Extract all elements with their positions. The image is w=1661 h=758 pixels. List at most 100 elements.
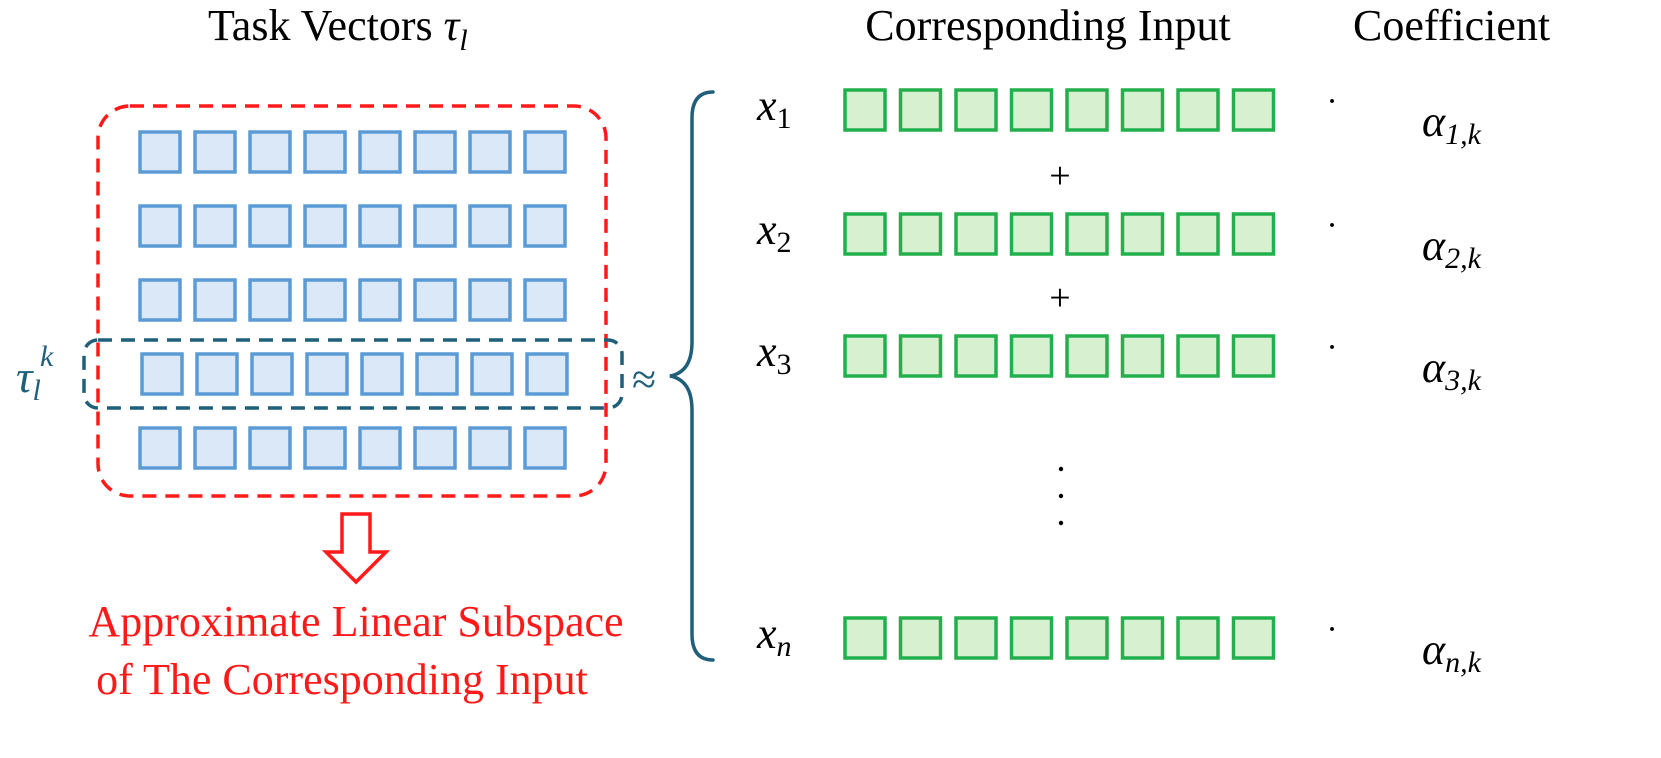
input-cell <box>1065 212 1109 256</box>
task-vector-cell <box>523 426 567 470</box>
input-row: x3 · α3,k <box>756 327 1482 397</box>
input-cell <box>1009 88 1054 132</box>
task-vector-cell <box>303 204 347 248</box>
header-coefficient: Coefficient <box>1353 1 1550 50</box>
approx-symbol: ≈ <box>632 355 656 404</box>
task-vector-cell <box>468 426 512 470</box>
plus-sign: + <box>1049 277 1070 319</box>
input-label: x1 <box>756 81 792 135</box>
task-vector-cell <box>413 278 457 322</box>
task-vector-cell <box>193 204 237 248</box>
multiply-dot: · <box>1326 83 1337 120</box>
input-cell <box>843 88 887 132</box>
task-vector-cell <box>413 204 457 248</box>
task-vector-cell <box>468 130 512 174</box>
input-cell <box>1231 88 1276 132</box>
input-cell <box>1065 334 1109 378</box>
task-vector-cell <box>138 204 182 248</box>
input-row: x1·α1,k <box>756 81 1482 151</box>
input-cell <box>1231 212 1276 256</box>
input-label: x2 <box>756 205 792 259</box>
input-cell <box>1065 616 1109 660</box>
plus-sign: + <box>1049 155 1070 197</box>
input-cell <box>1176 212 1220 256</box>
caption-line1: Approximate Linear Subspace <box>88 597 623 646</box>
input-cell <box>898 88 943 132</box>
ellipsis-dot <box>1058 520 1064 526</box>
down-arrow-icon <box>321 512 391 585</box>
input-cell <box>1176 616 1220 660</box>
task-vector-cell <box>303 130 347 174</box>
selected-row-outline <box>82 338 624 410</box>
coefficient-label: α3,k <box>1422 343 1482 397</box>
task-vector-cell <box>358 278 402 322</box>
input-cell <box>1176 88 1220 132</box>
input-cell <box>898 212 943 256</box>
task-vector-cell <box>523 130 567 174</box>
input-cell <box>1065 88 1109 132</box>
input-cell <box>954 334 998 378</box>
task-vector-cell <box>195 352 239 396</box>
task-vector-cell <box>413 426 457 470</box>
task-vector-cell <box>523 204 567 248</box>
input-cell <box>843 616 887 660</box>
task-vector-row <box>140 352 569 396</box>
task-vector-cell <box>138 426 182 470</box>
task-vector-cell <box>523 278 567 322</box>
multiply-dot: · <box>1326 611 1337 648</box>
multiply-dot: · <box>1326 329 1337 366</box>
input-row: x2·α2,k <box>756 205 1482 275</box>
task-vector-cell <box>358 204 402 248</box>
task-vector-cell <box>193 426 237 470</box>
input-cell <box>1120 88 1165 132</box>
caption-line2: of The Corresponding Input <box>96 655 588 704</box>
input-cell <box>1009 212 1054 256</box>
input-cell <box>954 88 998 132</box>
input-cell <box>898 334 943 378</box>
header-corresponding-input: Corresponding Input <box>865 1 1230 50</box>
coefficient-label: αn,k <box>1422 625 1482 679</box>
input-cell <box>843 212 887 256</box>
task-vector-cell <box>248 204 292 248</box>
input-cell <box>954 616 998 660</box>
task-vector-row <box>138 130 567 174</box>
curly-brace <box>669 90 715 662</box>
input-cell <box>1176 334 1220 378</box>
input-cell <box>1120 334 1165 378</box>
task-vector-cell <box>525 352 569 396</box>
task-vectors-outline <box>96 104 608 498</box>
task-vector-cell <box>248 426 292 470</box>
input-cell <box>1009 334 1054 378</box>
task-vector-cell <box>468 204 512 248</box>
row-label: τlk <box>16 340 54 407</box>
task-vector-cell <box>193 130 237 174</box>
task-vector-cell <box>303 278 347 322</box>
input-cell <box>1120 212 1165 256</box>
task-vector-cell <box>193 278 237 322</box>
input-cell <box>898 616 943 660</box>
task-vector-matrix <box>138 130 569 470</box>
input-cell <box>1120 616 1165 660</box>
input-rows: x1·α1,kx2·α2,kx3·α3,kxn·αn,k <box>756 81 1482 679</box>
task-vector-cell <box>360 352 404 396</box>
task-vector-cell <box>468 278 512 322</box>
input-label: xn <box>756 609 792 663</box>
task-vector-row <box>138 426 567 470</box>
task-vector-cell <box>250 352 294 396</box>
input-cell <box>954 212 998 256</box>
ellipsis-dot <box>1058 493 1064 499</box>
task-vector-cell <box>358 130 402 174</box>
task-vector-cell <box>303 426 347 470</box>
input-cell <box>1231 334 1276 378</box>
task-vector-cell <box>358 426 402 470</box>
multiply-dot: · <box>1326 207 1337 244</box>
header-task-vectors: Task Vectors τl <box>208 1 468 57</box>
input-label: x3 <box>756 327 792 381</box>
task-vector-cell <box>140 352 184 396</box>
task-vector-cell <box>248 278 292 322</box>
task-vector-cell <box>413 130 457 174</box>
input-cell <box>1231 616 1276 660</box>
task-vector-row <box>138 278 567 322</box>
input-cell <box>843 334 887 378</box>
